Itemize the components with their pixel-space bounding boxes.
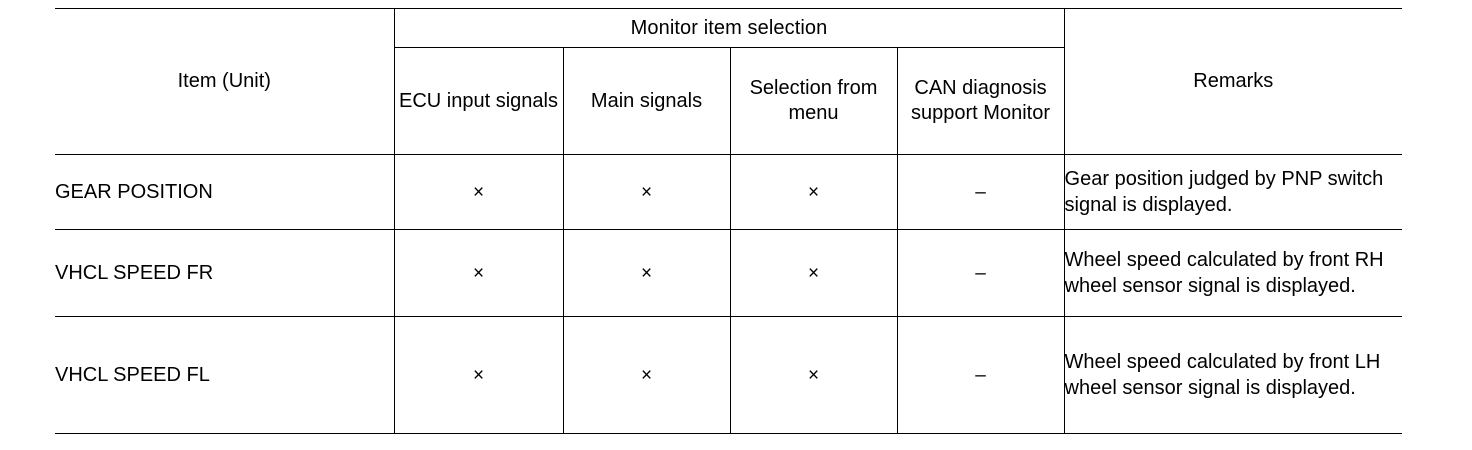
cell-selection-from-menu: × <box>729 154 898 230</box>
cell-main-signals: × <box>562 316 731 434</box>
table-row: VHCL SPEED FR × × × – Wheel speed calcul… <box>55 229 1403 317</box>
column-header-monitor-item-selection: Monitor item selection <box>393 8 1065 48</box>
cell-main-signals: × <box>562 154 731 230</box>
cell-ecu-input-signals: × <box>393 229 564 317</box>
table-body: GEAR POSITION × × × – Gear position judg… <box>55 154 1403 434</box>
cell-main-signals: × <box>562 229 731 317</box>
column-header-remarks: Remarks <box>1063 8 1403 155</box>
column-header-item-unit: Item (Unit) <box>55 8 395 155</box>
cell-selection-from-menu: × <box>729 316 898 434</box>
table-row: VHCL SPEED FL × × × – Wheel speed calcul… <box>55 316 1403 434</box>
cell-can-diagnosis-support-monitor: – <box>896 316 1065 434</box>
cell-item-name: GEAR POSITION <box>55 154 395 230</box>
column-header-selection-from-menu: Selection from menu <box>729 47 898 155</box>
cell-remarks: Gear position judged by PNP switch signa… <box>1063 154 1403 230</box>
table-header: Item (Unit) Monitor item selection Remar… <box>55 8 1403 155</box>
column-header-main-signals: Main signals <box>562 47 731 155</box>
monitor-item-table: Item (Unit) Monitor item selection Remar… <box>55 8 1403 434</box>
cell-remarks: Wheel speed calculated by front LH wheel… <box>1063 316 1403 434</box>
column-header-can-diagnosis-support-monitor: CAN diagnosis support Monitor <box>896 47 1065 155</box>
column-header-ecu-input-signals: ECU input signals <box>394 47 564 155</box>
cell-can-diagnosis-support-monitor: – <box>896 154 1065 230</box>
cell-remarks: Wheel speed calculated by front RH wheel… <box>1063 229 1403 317</box>
header-row-sub: ECU input signals Main signals Selection… <box>55 47 1402 155</box>
header-row-group: Item (Unit) Monitor item selection Remar… <box>55 8 1403 155</box>
cell-ecu-input-signals: × <box>393 154 564 230</box>
table-row: GEAR POSITION × × × – Gear position judg… <box>55 154 1403 230</box>
cell-can-diagnosis-support-monitor: – <box>896 229 1065 317</box>
cell-item-name: VHCL SPEED FL <box>55 316 395 434</box>
cell-item-name: VHCL SPEED FR <box>55 229 395 317</box>
cell-ecu-input-signals: × <box>393 316 564 434</box>
cell-selection-from-menu: × <box>729 229 898 317</box>
